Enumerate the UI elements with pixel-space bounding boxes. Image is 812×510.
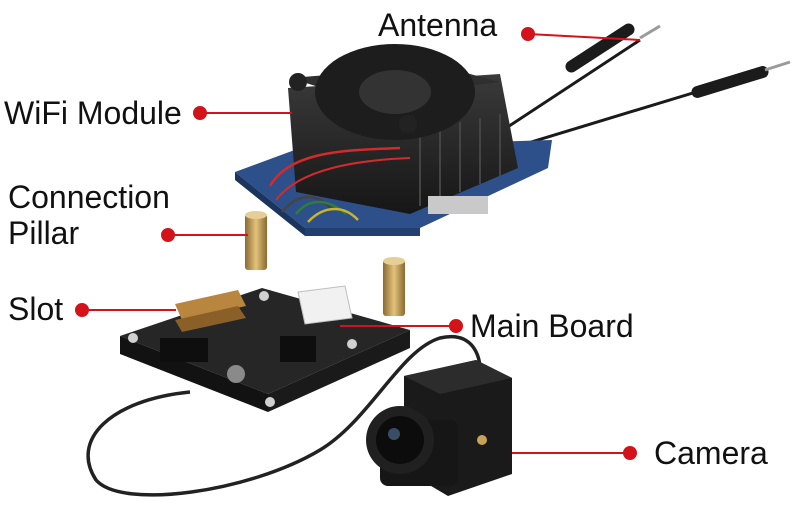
label-wifi-module: WiFi Module: [4, 95, 182, 131]
label-antenna: Antenna: [378, 7, 498, 43]
label-connection-pillar-line2: Pillar: [8, 215, 80, 251]
connection-pillar-illustration: [245, 211, 405, 316]
camera-illustration: [366, 360, 512, 496]
label-connection-pillar-line1: Connection: [8, 179, 170, 215]
main-board-illustration: [120, 285, 410, 412]
antenna-illustration: [499, 23, 791, 152]
camera-cable: [86, 334, 482, 497]
label-camera: Camera: [654, 435, 768, 471]
leader-lines: [75, 27, 641, 460]
label-main-board: Main Board: [470, 308, 634, 344]
wifi-module-illustration: [235, 44, 552, 236]
label-slot: Slot: [8, 291, 64, 327]
